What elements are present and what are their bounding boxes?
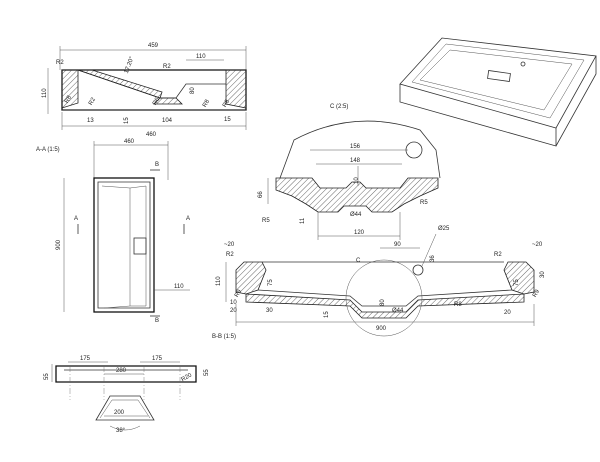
dim-175-left: 175 [80, 356, 91, 362]
dim-156: 156 [350, 144, 361, 150]
label-r8-b: R8 [454, 302, 462, 308]
label-r9-right: R9 [532, 288, 541, 298]
dim-20-right: 20 [504, 310, 511, 316]
label-r2-left-b: R2 [226, 252, 234, 258]
dim-110-left: 110 [42, 88, 48, 98]
dim-75-left: 75 [268, 279, 274, 286]
dim-10: 10 [354, 177, 360, 184]
section-b-view: B-B (1:5) ~20 R2 90 Ø25 36 R2 ~20 110 R9… [212, 226, 546, 340]
dim-120: 120 [354, 230, 365, 236]
dim-110-right: 110 [196, 54, 206, 60]
marker-b-bottom: B [155, 318, 159, 324]
label-r9-left: R9 [234, 288, 243, 298]
dim-459: 459 [148, 43, 159, 49]
dim-90: 90 [394, 242, 401, 248]
dim-55-right: 55 [204, 369, 210, 376]
marker-a-right: A [186, 216, 190, 222]
detail-c-title: C (2:5) [330, 104, 348, 110]
dim-15-b: 15 [324, 311, 330, 318]
marker-a-left: A [74, 216, 78, 222]
label-r8-c: R8 [222, 98, 231, 108]
dim-55-left: 55 [44, 373, 50, 380]
dim-200: 200 [114, 410, 125, 416]
dim-110-plan: 110 [174, 284, 184, 290]
dim-66: 66 [258, 191, 264, 198]
label-r2-b: R2 [88, 96, 97, 106]
dim-30-left: 30 [266, 308, 273, 314]
angle-17: 17.20° [124, 55, 136, 74]
dim-80: 80 [190, 87, 196, 94]
dim-110-left-b: 110 [216, 276, 222, 286]
section-b-title: B-B (1:5) [212, 334, 236, 340]
dim-dia25: Ø25 [438, 226, 450, 232]
label-r5-right: R5 [420, 200, 428, 206]
plan-view: A-A (1:5) 460 900 A A B B 110 [36, 139, 190, 324]
label-approx20-right: ~20 [532, 242, 543, 248]
marker-b-top: B [155, 162, 159, 168]
dim-900-plan: 900 [56, 239, 62, 250]
dim-80-b: 80 [380, 299, 386, 306]
label-r2-mid: R2 [163, 64, 171, 70]
dim-75-right: 75 [514, 279, 520, 286]
label-r8-a: R8 [64, 94, 73, 104]
isometric-sink-render [399, 37, 597, 147]
side-view: 175 175 280 55 R20 55 200 38° [44, 356, 210, 434]
dim-460-plan: 460 [124, 139, 135, 145]
dim-900-b: 900 [376, 326, 387, 332]
label-r6: R6 [152, 96, 161, 106]
label-r5-left: R5 [262, 218, 270, 224]
label-r20: R20 [181, 372, 194, 383]
dim-460-top: 460 [146, 132, 157, 138]
dim-13: 13 [87, 118, 94, 124]
dim-dia44-c: Ø44 [350, 212, 362, 218]
label-r2-right-b: R2 [494, 252, 502, 258]
top-section-view: 459 110 R2 17.20° R2 110 80 R8 R2 R6 R8 … [42, 43, 247, 138]
label-r8-b: R8 [202, 98, 211, 108]
label-approx20-left: ~20 [224, 242, 235, 248]
dim-148: 148 [350, 158, 361, 164]
dim-11: 11 [300, 217, 306, 224]
angle-38: 38° [116, 428, 126, 434]
dim-10-b: 10 [230, 300, 237, 306]
plan-title: A-A (1:5) [36, 147, 60, 153]
dim-36: 36 [430, 255, 436, 262]
dim-15-b: 15 [224, 117, 231, 123]
dim-175-right: 175 [152, 356, 163, 362]
label-r2-left: R2 [56, 60, 64, 66]
dim-280: 280 [116, 368, 127, 374]
detail-c-view: C (2:5) 156 148 10 66 R5 R5 11 Ø44 120 [258, 104, 441, 240]
dim-15-a: 15 [124, 117, 130, 124]
dim-30-right: 30 [540, 271, 546, 278]
dim-dia44-b: Ø44 [392, 308, 404, 314]
dim-20-left: 20 [230, 308, 237, 314]
dim-104: 104 [162, 118, 173, 124]
label-c: C [356, 258, 361, 264]
